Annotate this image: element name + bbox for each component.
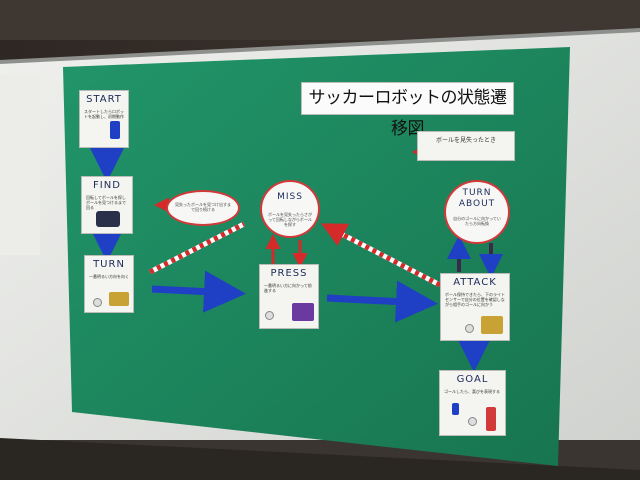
ball-icon	[465, 324, 474, 333]
robot-player-icon	[110, 121, 120, 139]
state-turn-about-name-2: ABOUT	[458, 199, 496, 209]
state-attack-card: ATTACK ボール保持できたら、下のライトセンサーで自分の位置を確認しながら相…	[440, 273, 510, 341]
ball-icon	[265, 311, 274, 320]
state-find-name: FIND	[93, 180, 121, 191]
blue-arrows	[89, 146, 492, 372]
state-press-desc: 一番明るい方に向かって前進する	[264, 283, 312, 293]
state-turn-desc: 一番明るい方向を向く	[89, 274, 129, 279]
robot-icon	[96, 211, 120, 227]
state-press-card: PRESS 一番明るい方に向かって前進する	[259, 264, 319, 329]
find-lost-ellipse: 見失ったボールを見つけ出すまで回り続ける	[166, 190, 240, 226]
state-miss-circle: MISS ボールを見失ったらさがって回転しながらボールを探す	[260, 180, 320, 238]
state-attack-name: ATTACK	[453, 277, 497, 288]
state-miss-name: MISS	[277, 192, 303, 202]
state-goal-card: GOAL ゴールしたら、喜びを表現する	[439, 370, 506, 436]
state-find-desc: 回転してボールを探しボールを見つけるまで回る	[86, 195, 126, 210]
goalkeeper-figure-icon	[486, 407, 496, 431]
robot-icon	[292, 303, 314, 321]
state-find-card: FIND 回転してボールを探しボールを見つけるまで回る	[81, 176, 133, 234]
state-attack-desc: ボール保持できたら、下のライトセンサーで自分の位置を確認しながら相手のゴールに向…	[445, 292, 505, 307]
side-paper-notes	[0, 75, 40, 255]
state-goal-name: GOAL	[456, 374, 489, 385]
robot-icon	[109, 292, 129, 306]
state-start-card: START スタートしたらロボットを起動し、初期動作	[79, 90, 129, 148]
ball-icon	[468, 417, 477, 426]
diagram-title: サッカーロボットの状態遷移図	[301, 82, 514, 139]
state-turn-about-circle: TURN ABOUT 自分のゴールに向かっていたら方向転換	[444, 180, 510, 244]
state-turn-about-name-1: TURN	[462, 188, 492, 198]
state-goal-desc: ゴールしたら、喜びを表現する	[444, 389, 500, 394]
ball-icon	[93, 298, 102, 307]
state-turn-about-desc: 自分のゴールに向かっていたら方向転換	[453, 216, 501, 226]
state-start-name: START	[86, 94, 122, 105]
player-figure-icon	[452, 403, 459, 415]
robot-icon	[481, 316, 503, 334]
legend-lost-ball: ボールを見失ったとき	[417, 131, 515, 161]
state-press-name: PRESS	[270, 268, 308, 279]
state-turn-name: TURN	[93, 259, 125, 270]
find-lost-note: 見失ったボールを見つけ出すまで回り続ける	[175, 202, 231, 212]
turnabout-arrows	[447, 235, 503, 278]
state-start-desc: スタートしたらロボットを起動し、初期動作	[84, 109, 124, 119]
legend-lost-ball-text: ボールを見失ったとき	[435, 137, 496, 144]
state-turn-card: TURN 一番明るい方向を向く	[84, 255, 134, 313]
state-miss-desc: ボールを見失ったらさがって回転しながらボールを探す	[268, 212, 312, 227]
